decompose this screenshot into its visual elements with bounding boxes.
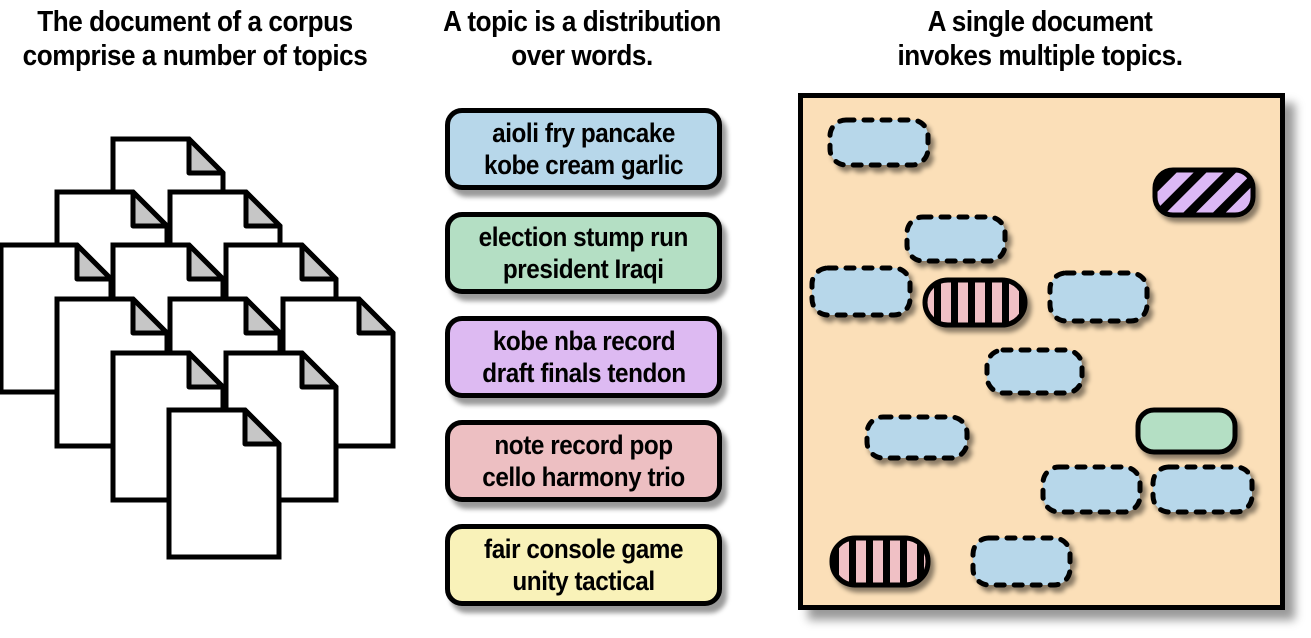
- topic-pill-blue-dashed: [904, 214, 1008, 264]
- document-icon: [166, 407, 282, 560]
- topic-pill-blue-dashed: [1047, 270, 1150, 324]
- folded-corner-icon: [242, 407, 282, 447]
- folded-corner-icon: [130, 296, 170, 336]
- folded-corner-icon: [186, 242, 226, 282]
- folded-corner-icon: [356, 296, 396, 336]
- topic-mentions-layer: [809, 117, 1256, 588]
- topic-pill-blue-dashed: [809, 265, 913, 318]
- middle-title-line2: over words.: [511, 40, 653, 72]
- folded-corner-icon: [186, 136, 226, 176]
- folded-corner-icon: [74, 242, 114, 282]
- right-title-line1: A single document: [927, 6, 1153, 38]
- middle-title-line1: A topic is a distribution: [443, 6, 721, 38]
- topic-pill-blue-dashed: [864, 414, 970, 461]
- folded-corner-icon: [243, 296, 283, 336]
- topic-pill-blue-dashed: [1040, 464, 1143, 515]
- topic-pill-blue-dashed: [827, 117, 931, 168]
- left-title-line1: The document of a corpus: [37, 6, 353, 38]
- document-stack: [0, 136, 396, 560]
- single-document-panel: [798, 93, 1285, 610]
- topic-pill-green-solid: [1135, 407, 1238, 455]
- folded-corner-icon: [130, 189, 170, 229]
- left-title-line2: comprise a number of topics: [22, 40, 368, 72]
- topic-pill-blue-dashed: [1150, 464, 1255, 515]
- topic-pill-pink-striped: [829, 535, 931, 588]
- folded-corner-icon: [186, 350, 226, 390]
- topic-pill-blue-dashed: [984, 347, 1085, 396]
- topic-pill-pink-striped: [922, 277, 1028, 328]
- folded-corner-icon: [299, 242, 339, 282]
- right-title-line2: invokes multiple topics.: [897, 40, 1183, 72]
- folded-corner-icon: [299, 350, 339, 390]
- right-panel-title: A single document invokes multiple topic…: [865, 5, 1216, 73]
- topic-pill-blue-dashed: [970, 535, 1073, 588]
- left-panel-title: The document of a corpus comprise a numb…: [20, 5, 371, 73]
- page-outline: [166, 407, 282, 560]
- folded-corner-icon: [243, 189, 283, 229]
- topic-pill-purple-hatched: [1152, 167, 1256, 218]
- middle-panel-title: A topic is a distribution over words.: [429, 5, 735, 73]
